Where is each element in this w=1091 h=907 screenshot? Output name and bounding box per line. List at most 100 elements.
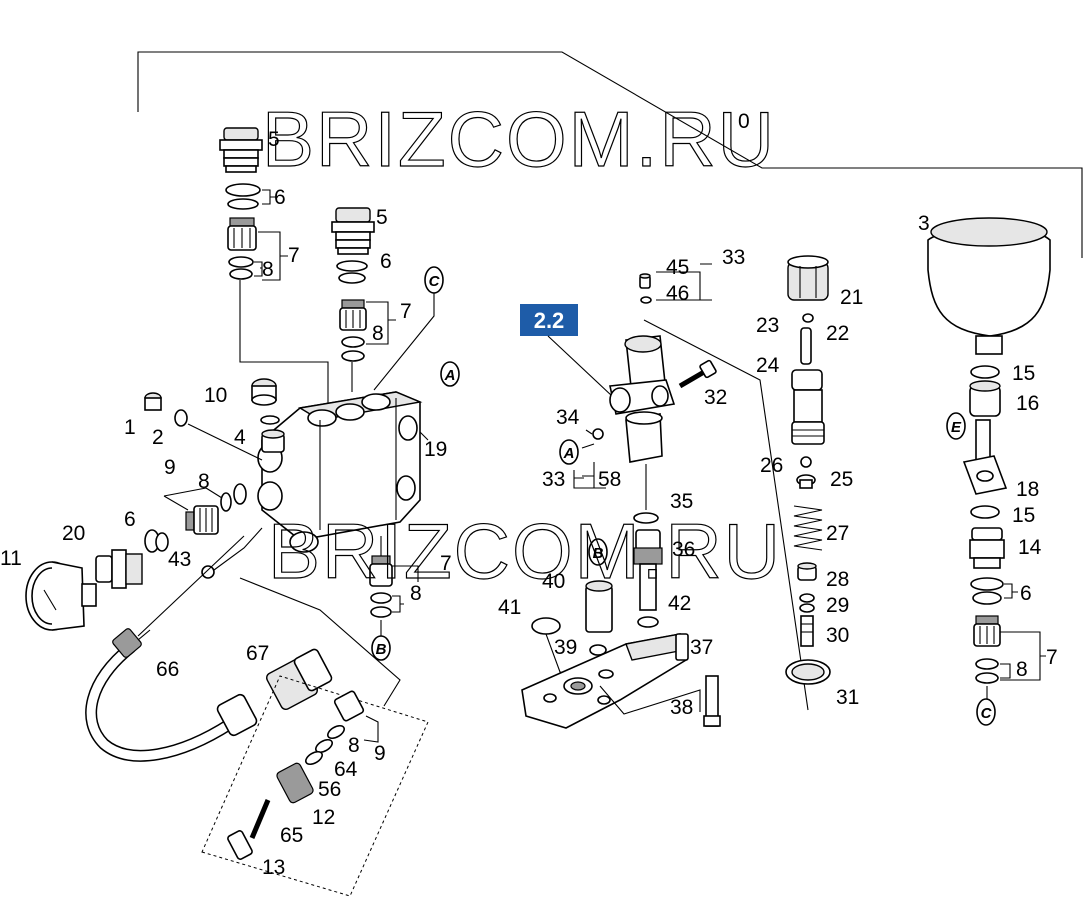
o-ring-8f xyxy=(975,658,999,670)
o-ring-8e-2 xyxy=(370,606,392,618)
label-10: 10 xyxy=(204,384,227,407)
screw-38 xyxy=(703,675,721,727)
o-ring-15b xyxy=(970,505,1000,519)
label-8b: 8 xyxy=(372,322,384,345)
piston-30 xyxy=(800,615,814,647)
inset-box xyxy=(201,675,429,897)
o-ring-6a-2 xyxy=(227,198,259,210)
label-41: 41 xyxy=(498,596,521,619)
svg-text:C: C xyxy=(429,273,441,290)
hose-coupling-67 xyxy=(216,648,333,737)
label-7a: 7 xyxy=(288,244,300,267)
svg-text:C: C xyxy=(981,705,993,722)
label-7b: 7 xyxy=(400,300,412,323)
o-ring-8e xyxy=(370,592,392,604)
o-ring-8b-2 xyxy=(341,350,365,362)
manifold-housing-19 xyxy=(257,391,423,553)
label-6a: 6 xyxy=(274,186,286,209)
label-8c: 8 xyxy=(198,470,210,493)
o-ring-64 xyxy=(315,738,333,754)
label-6c: 6 xyxy=(124,508,136,531)
svg-text:E: E xyxy=(951,419,962,436)
connector-a-head: A xyxy=(559,439,579,465)
label-26: 26 xyxy=(760,454,783,477)
o-ring-8c xyxy=(220,492,232,512)
label-19: 19 xyxy=(424,438,447,461)
label-9a: 9 xyxy=(164,456,176,479)
fitting-20 xyxy=(95,549,143,589)
seat-26 xyxy=(796,474,816,489)
label-14: 14 xyxy=(1018,536,1042,559)
plug-10 xyxy=(251,378,277,406)
ball-25 xyxy=(800,456,812,468)
connector-c-right: C xyxy=(976,698,996,726)
label-46: 46 xyxy=(666,282,689,305)
label-16: 16 xyxy=(1016,392,1039,415)
section-badge: 2.2 xyxy=(534,308,565,333)
label-6b: 6 xyxy=(380,250,392,273)
part-labels: 0 1 2 3 4 5 5 6 6 6 6 7 7 7 7 8 8 8 8 8 … xyxy=(0,110,1058,879)
valve-insert-7d xyxy=(973,615,1001,647)
connector-a-manifold: A xyxy=(440,361,460,387)
o-ring-2 xyxy=(174,409,188,427)
svg-text:B: B xyxy=(593,545,604,562)
tube-18 xyxy=(962,419,1008,495)
o-ring-41 xyxy=(531,617,561,635)
label-25: 25 xyxy=(830,468,853,491)
label-67: 67 xyxy=(246,642,269,665)
o-ring-8f-2 xyxy=(975,672,999,684)
label-5a: 5 xyxy=(268,128,280,151)
fitting-16 xyxy=(969,380,1001,417)
plug-5a xyxy=(219,127,263,173)
label-56: 56 xyxy=(318,778,341,801)
plug-1 xyxy=(144,392,162,411)
o-ring-8b xyxy=(341,336,365,348)
label-9b: 9 xyxy=(374,742,386,765)
label-3: 3 xyxy=(918,212,930,235)
label-37: 37 xyxy=(690,636,713,659)
screw-32 xyxy=(678,359,717,389)
o-ring-29-2 xyxy=(799,603,815,613)
label-18: 18 xyxy=(1016,478,1039,501)
label-66: 66 xyxy=(156,658,179,681)
label-43: 43 xyxy=(168,548,191,571)
pressure-gauge-11 xyxy=(25,561,97,631)
o-ring-6b xyxy=(336,260,368,272)
fitting-4 xyxy=(261,429,285,453)
plug-5b xyxy=(331,207,375,255)
o-ring-43 xyxy=(201,565,215,579)
svg-text:A: A xyxy=(563,445,575,462)
o-ring-42 xyxy=(637,616,659,628)
label-0: 0 xyxy=(738,110,750,133)
o-ring-35 xyxy=(633,512,659,524)
o-ring-15a xyxy=(970,365,1000,379)
valve-insert-9 xyxy=(185,505,219,535)
label-27: 27 xyxy=(826,522,849,545)
label-64: 64 xyxy=(334,758,358,781)
connector-e: E xyxy=(946,412,966,440)
o-ring-34 xyxy=(592,428,604,440)
washer-46 xyxy=(640,296,652,304)
valve-insert-9b xyxy=(333,690,365,722)
label-45: 45 xyxy=(666,256,689,279)
label-7c: 7 xyxy=(440,552,452,575)
valve-insert-7a xyxy=(227,217,257,251)
o-ring-39 xyxy=(589,644,607,656)
o-ring-8a xyxy=(228,256,254,268)
valve-seat-40 xyxy=(585,580,613,633)
label-15a: 15 xyxy=(1012,362,1035,385)
watermark-top: BRIZCOM.RU xyxy=(262,95,776,183)
fitting-14 xyxy=(969,527,1005,569)
nozzle-13 xyxy=(227,830,253,860)
valve-body-24 xyxy=(791,369,825,445)
label-21: 21 xyxy=(840,286,863,309)
label-2: 2 xyxy=(152,426,164,449)
label-24: 24 xyxy=(756,354,780,377)
label-33a: 33 xyxy=(722,246,745,269)
label-38: 38 xyxy=(670,696,693,719)
o-ring-64-2 xyxy=(305,750,323,766)
label-30: 30 xyxy=(826,624,849,647)
label-20: 20 xyxy=(62,522,85,545)
hose-66 xyxy=(85,628,236,762)
label-12: 12 xyxy=(312,806,335,829)
